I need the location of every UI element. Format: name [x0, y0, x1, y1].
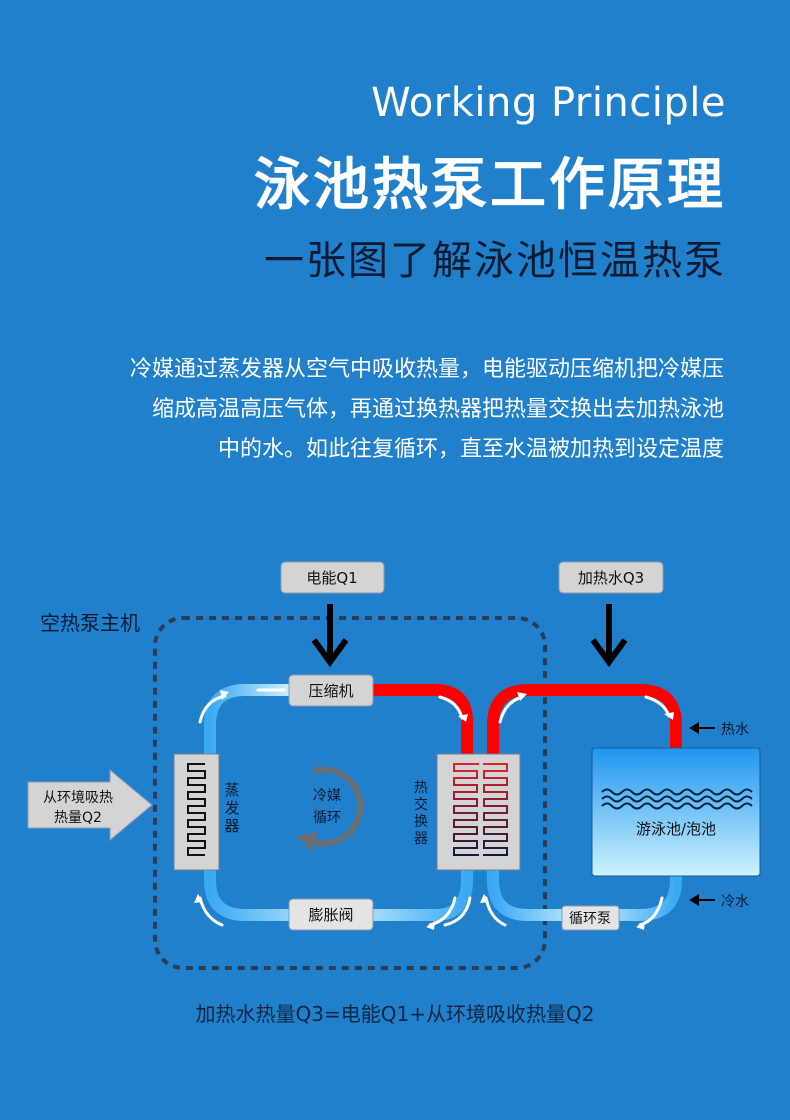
expansion-valve-box: [288, 898, 374, 931]
down-arrow-icon: [590, 604, 628, 668]
evaporator-coil-icon: [187, 763, 206, 856]
ambient-heat-label-line2: 热量Q2: [54, 810, 102, 826]
evaporator-label-1: 蒸: [224, 781, 239, 799]
description: 冷媒通过蒸发器从空气中吸收热量，电能驱动压缩机把冷媒压 缩成高温高压气体，再通过…: [130, 350, 724, 470]
heat-exchanger-coil-icon: [483, 763, 508, 856]
cold-water-pipe: [487, 870, 682, 921]
heat-exchanger-label-2: 交: [414, 796, 428, 813]
heat-pump-diagram: 空热泵主机 电能Q1 加热水Q3: [27, 561, 761, 970]
refrigerant-cycle-line2: 循环: [313, 810, 341, 826]
description-line: 冷媒通过蒸发器从空气中吸收热量，电能驱动压缩机把冷媒压: [129, 357, 724, 382]
expansion-valve-label: 膨胀阀: [308, 906, 353, 924]
output-heat-label: 加热水Q3: [578, 569, 644, 587]
evaporator-label-2: 发: [224, 799, 239, 817]
water-waves-icon: [601, 788, 753, 810]
heat-exchanger-label-4: 器: [414, 831, 428, 847]
compressor-label: 压缩机: [308, 682, 353, 700]
pool-box: [591, 747, 761, 877]
down-arrow-icon: [311, 604, 349, 668]
cold-water-label: 冷水: [721, 894, 749, 910]
host-label: 空热泵主机: [40, 611, 140, 635]
title-english: Working Principle: [371, 80, 726, 126]
ambient-heat-arrow: [27, 768, 153, 842]
left-arrow-icon: [689, 894, 715, 906]
description-line: 中的水。如此往复循环，直至水温被加热到设定温度: [217, 437, 724, 462]
heat-exchanger-coil-icon: [453, 763, 479, 856]
input-energy-box: [280, 561, 385, 594]
compressor-box: [288, 674, 374, 707]
host-boundary: [153, 616, 547, 970]
hot-pipe-refrigerant: [372, 684, 473, 755]
heat-formula: 加热水热量Q3=电能Q1+从环境吸收热量Q2: [195, 1002, 595, 1026]
refrigerant-cycle-line1: 冷媒: [313, 788, 341, 804]
description-line: 缩成高温高压气体，再通过换热器把热量交换出去加热泳池: [151, 397, 724, 422]
subtitle: 一张图了解泳池恒温热泵: [264, 238, 726, 284]
hot-water-pipe: [487, 684, 682, 755]
left-arrow-icon: [689, 722, 715, 734]
circulation-pump-box: [561, 905, 620, 931]
ambient-heat-label-line1: 从环境吸热: [43, 790, 113, 806]
heat-exchanger-label-3: 换: [414, 813, 428, 830]
heat-exchanger-label-1: 热: [414, 780, 428, 796]
hot-water-label: 热水: [721, 722, 749, 738]
flow-arrowheads: [194, 690, 674, 930]
input-energy-label: 电能Q1: [306, 569, 357, 587]
pool-label: 游泳池/泡池: [636, 820, 716, 838]
circulation-pump-label: 循环泵: [569, 911, 611, 927]
cycle-arrowhead-icon: [296, 832, 318, 852]
cycle-arrow-icon: [312, 766, 364, 847]
output-heat-box: [558, 561, 664, 594]
evaporator-label-3: 器: [224, 817, 239, 835]
title-chinese: 泳池热泵工作原理: [254, 153, 726, 218]
